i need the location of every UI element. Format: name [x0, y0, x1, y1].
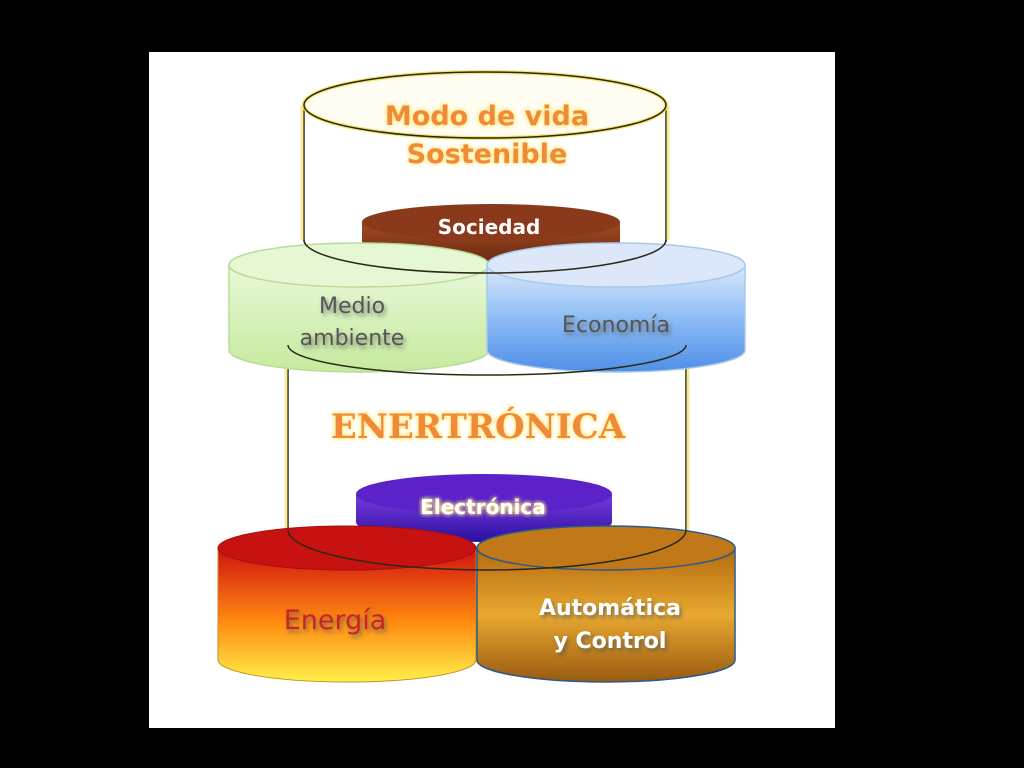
automation-label-line1: Automática [539, 596, 681, 621]
society-label: Sociedad [438, 215, 541, 239]
electronics-label: Electrónica [420, 495, 546, 519]
environment-label-line2: ambiente [300, 326, 405, 351]
middle-title: ENERTRÓNICA [331, 406, 626, 447]
automation-cylinder [476, 525, 736, 683]
top-title-line2: Sostenible [407, 139, 568, 170]
economy-cylinder [486, 242, 746, 373]
automation-label-line2: y Control [554, 629, 667, 654]
energy-cylinder [217, 525, 477, 683]
environment-label-line1: Medio [319, 294, 385, 319]
energy-label: Energía [284, 605, 387, 636]
top-title-line1: Modo de vida [385, 101, 589, 132]
environment-cylinder [228, 242, 490, 373]
economy-label: Economía [562, 313, 670, 338]
